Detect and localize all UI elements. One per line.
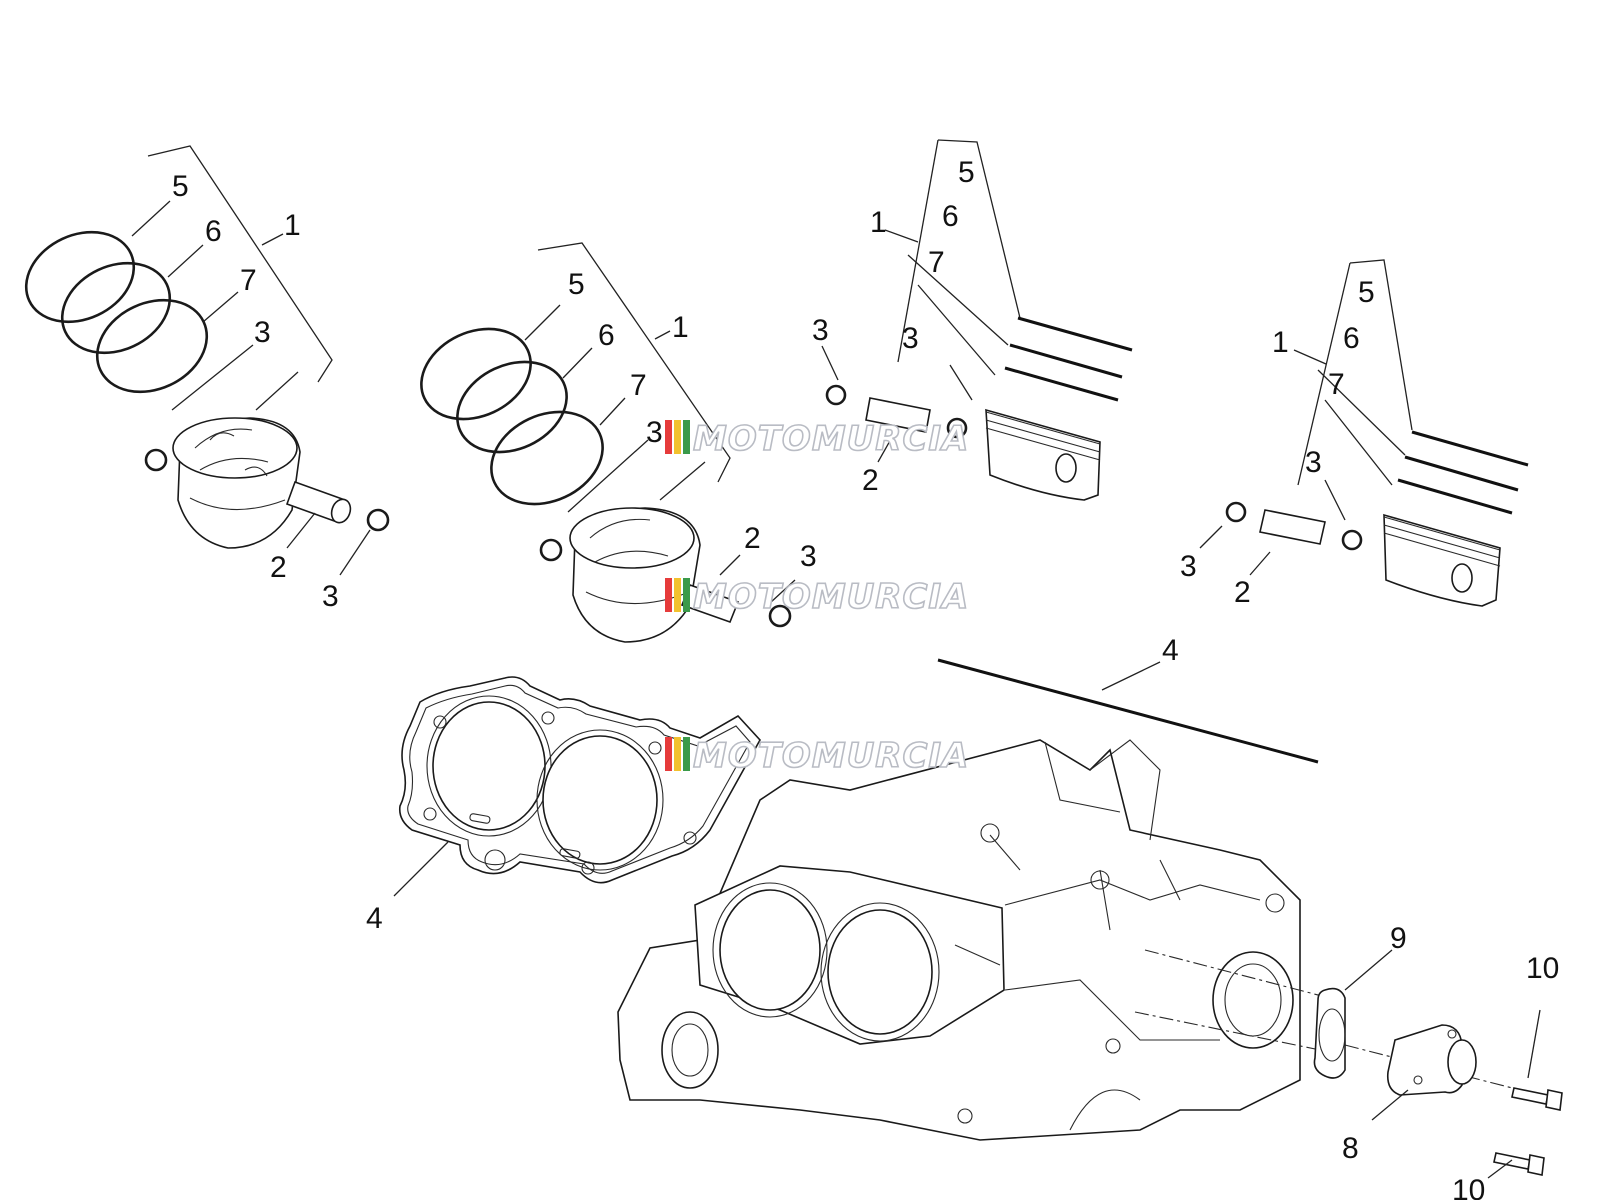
callout-6: 6 — [205, 215, 222, 248]
callout-2: 2 — [744, 522, 761, 555]
piston-group-2: 5 6 1 7 3 2 3 — [420, 242, 817, 643]
callout-7: 7 — [630, 369, 647, 402]
watermark-logo: MOTOMURCIA — [665, 418, 969, 460]
piston-group-4: 5 6 1 7 3 3 2 — [1180, 259, 1529, 609]
callout-5: 5 — [172, 170, 189, 203]
circlip — [768, 604, 792, 628]
svg-text:MOTOMURCIA: MOTOMURCIA — [693, 419, 969, 459]
head-gasket: 4 4 — [366, 634, 1179, 935]
piston-pin — [285, 480, 352, 524]
callout-10: 10 — [1452, 1174, 1485, 1200]
callout-3: 3 — [646, 416, 663, 449]
circlip — [366, 508, 390, 532]
piston-pin — [1259, 509, 1326, 545]
callout-1: 1 — [870, 206, 887, 239]
circlip — [1225, 501, 1247, 523]
piston — [1383, 513, 1501, 607]
piston-ring-second — [60, 261, 172, 355]
callout-5: 5 — [568, 268, 585, 301]
piston-pin — [865, 397, 931, 433]
circlip — [1341, 529, 1363, 551]
piston-group-1: 5 6 1 7 3 2 3 — [24, 145, 390, 613]
callout-2: 2 — [862, 464, 879, 497]
piston — [569, 507, 701, 643]
crankcase-block — [617, 739, 1521, 1141]
callout-3: 3 — [254, 316, 271, 349]
callout-1: 1 — [1272, 326, 1289, 359]
callout-1: 1 — [672, 311, 689, 344]
callout-4: 4 — [1162, 634, 1179, 667]
piston-ring-oil — [95, 298, 209, 394]
callout-8: 8 — [1342, 1132, 1359, 1165]
circlip — [539, 538, 563, 562]
callout-6: 6 — [1343, 322, 1360, 355]
callout-6: 6 — [942, 200, 959, 233]
gasket-set-bar — [937, 658, 1319, 764]
callout-7: 7 — [928, 246, 945, 279]
circlip — [144, 448, 168, 472]
piston-ring-top — [420, 327, 532, 421]
circlip — [825, 384, 847, 406]
bolt — [1511, 1087, 1563, 1111]
bolt — [1493, 1152, 1545, 1176]
callout-7: 7 — [240, 264, 257, 297]
piston-ring-top — [24, 230, 136, 324]
callout-6: 6 — [598, 319, 615, 352]
callout-5: 5 — [958, 156, 975, 189]
cover-plug — [1386, 1024, 1477, 1096]
piston-ring-second — [456, 360, 568, 454]
callout-9: 9 — [1390, 922, 1407, 955]
watermark-logo: MOTOMURCIA — [665, 576, 969, 618]
callout-3: 3 — [322, 580, 339, 613]
svg-text:MOTOMURCIA: MOTOMURCIA — [693, 577, 969, 617]
callout-2: 2 — [1234, 576, 1251, 609]
callout-3: 3 — [902, 322, 919, 355]
svg-text:MOTOMURCIA: MOTOMURCIA — [693, 736, 969, 776]
piston — [985, 408, 1101, 501]
callout-2: 2 — [270, 551, 287, 584]
callout-10: 10 — [1526, 952, 1559, 985]
callout-3: 3 — [1305, 446, 1322, 479]
callout-3: 3 — [812, 314, 829, 347]
callout-5: 5 — [1358, 276, 1375, 309]
piston-ring-oil — [490, 410, 604, 506]
circlip — [946, 417, 968, 439]
callout-4: 4 — [366, 902, 383, 935]
callout-1: 1 — [284, 209, 301, 242]
callout-3: 3 — [1180, 550, 1197, 583]
watermark-logo: MOTOMURCIA — [665, 735, 969, 777]
callout-7: 7 — [1328, 368, 1345, 401]
callout-3: 3 — [800, 540, 817, 573]
side-cover-parts: 9 10 8 10 — [1313, 922, 1563, 1200]
piston-group-3: 5 6 1 7 3 3 2 — [812, 139, 1133, 501]
piston — [172, 417, 301, 549]
